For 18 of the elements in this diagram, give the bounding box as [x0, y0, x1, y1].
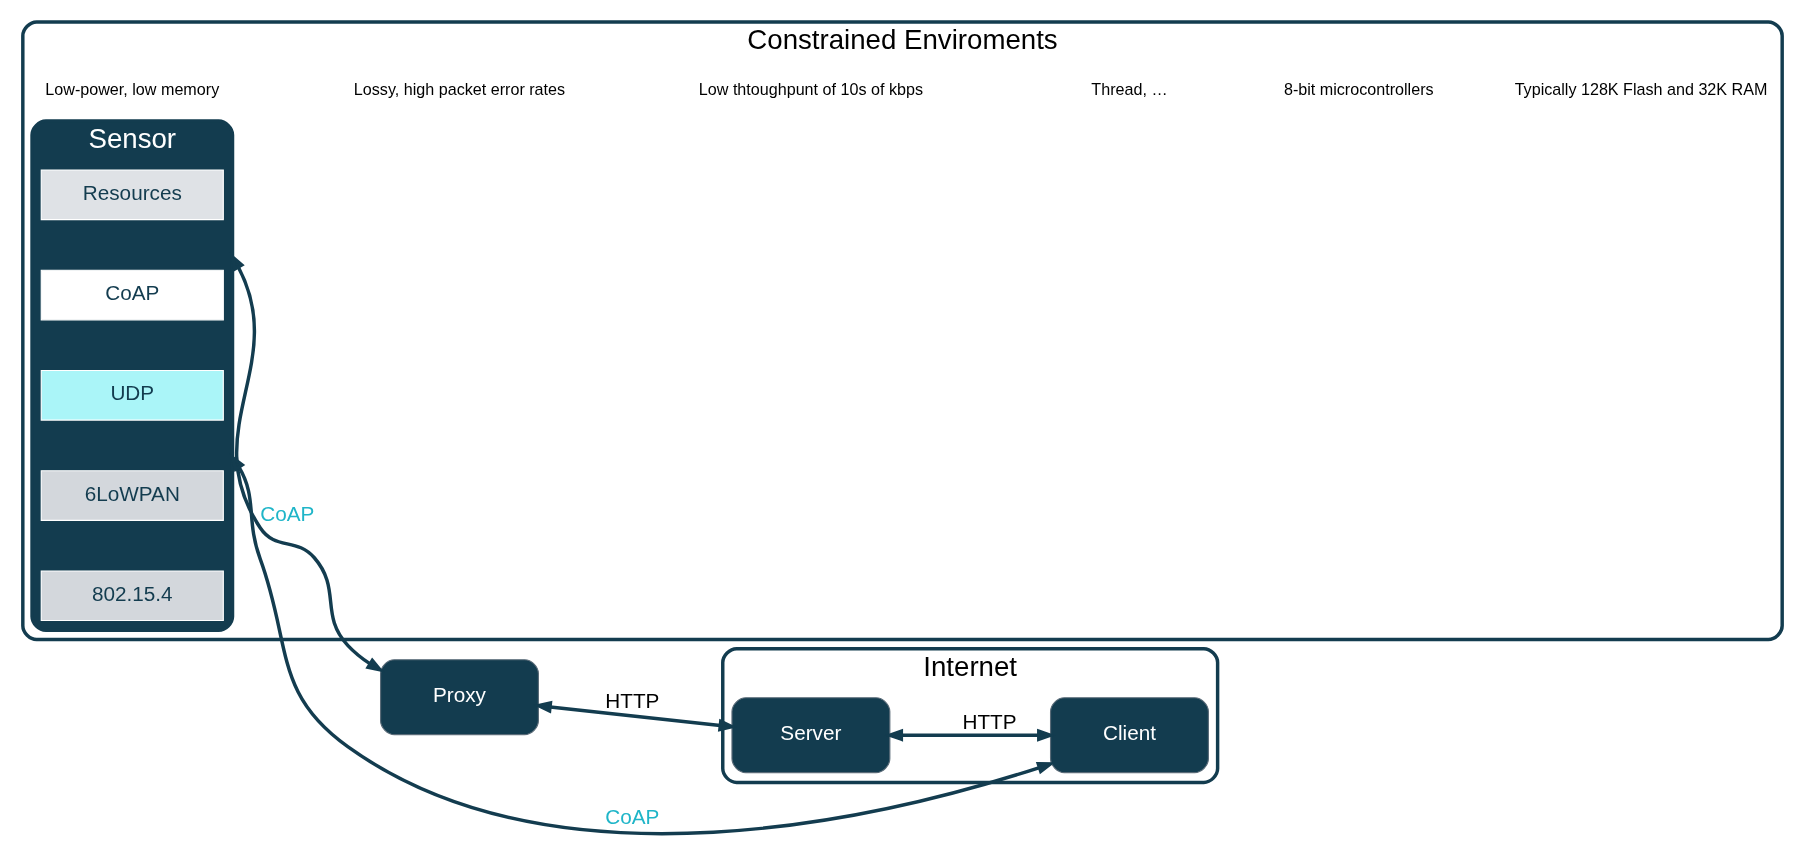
node-box: UDP [40, 369, 224, 421]
edge-label: CoAP [259, 502, 314, 526]
node-box: 6LoWPAN [40, 470, 224, 521]
node-box: CoAP [40, 269, 224, 321]
node-box: Server [730, 697, 890, 774]
node-box: Client [1049, 697, 1209, 774]
node-box: Proxy [379, 659, 539, 736]
label: 8-bit microcontrollers [1283, 80, 1434, 99]
label: Lossy, high packet error rates [353, 80, 565, 99]
node-box: Resources [40, 169, 224, 221]
label: Thread, … [1090, 80, 1168, 99]
label: Typically 128K Flash and 32K RAM [1514, 80, 1767, 99]
edge-label: HTTP [961, 709, 1017, 733]
label: Low-power, low memory [44, 80, 219, 99]
node-box: 802.15.4 [40, 570, 224, 622]
edge-label: HTTP [604, 688, 659, 712]
edge-label: CoAP [604, 805, 659, 829]
label: Low thtoughpunt of 10s of kbps [698, 80, 923, 99]
